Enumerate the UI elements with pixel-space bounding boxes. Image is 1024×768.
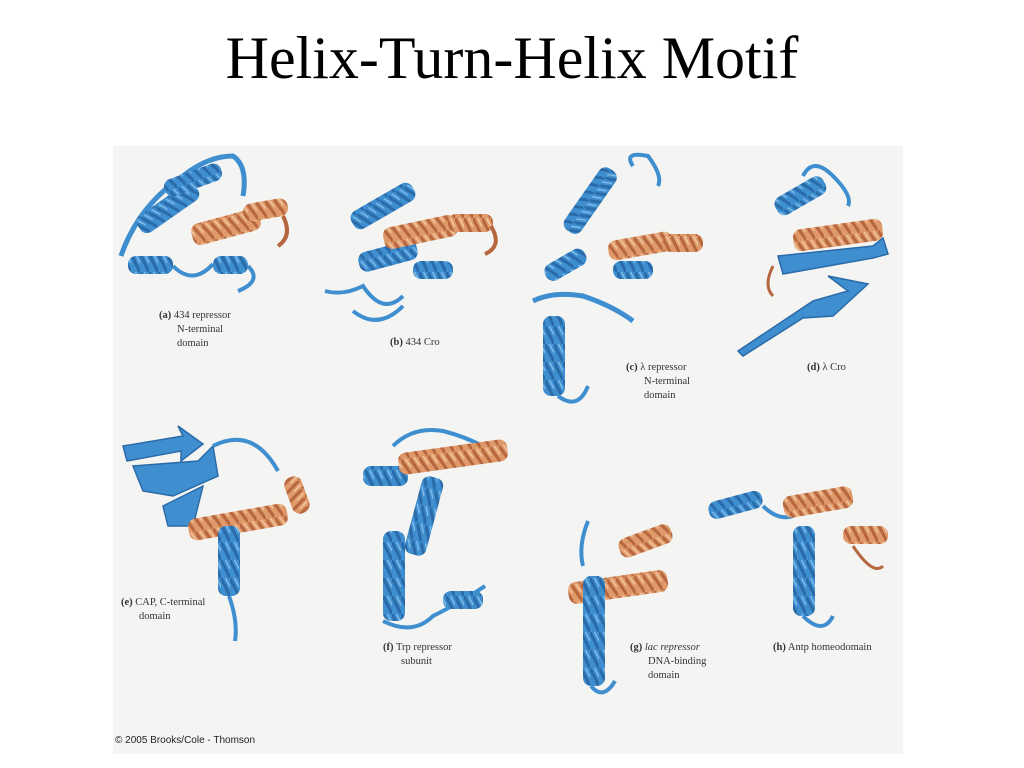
protein-structures-figure: (a) 434 repressor N-terminal domain (b) … bbox=[113, 146, 903, 754]
caption-b: (b) 434 Cro bbox=[390, 337, 440, 348]
structure-g bbox=[567, 520, 673, 695]
caption-c: (c) λ repressor N-terminal domain bbox=[626, 362, 691, 401]
slide-title: Helix-Turn-Helix Motif bbox=[225, 25, 799, 91]
structure-b bbox=[324, 182, 498, 322]
structure-h bbox=[708, 486, 888, 628]
caption-f: (f) Trp repressor subunit bbox=[383, 642, 452, 667]
structure-f bbox=[363, 428, 508, 630]
structure-a bbox=[118, 153, 289, 293]
structure-c bbox=[531, 152, 703, 404]
structure-d bbox=[736, 164, 889, 357]
copyright-notice: © 2005 Brooks/Cole - Thomson bbox=[115, 735, 256, 746]
ribbon-diagrams bbox=[118, 152, 889, 695]
caption-a: (a) 434 repressor N-terminal domain bbox=[159, 310, 231, 349]
caption-h: (h) Antp homeodomain bbox=[773, 642, 872, 653]
caption-e: (e) CAP, C-terminal domain bbox=[121, 597, 206, 622]
caption-g: (g) lac repressor DNA-binding domain bbox=[630, 642, 707, 681]
structure-e bbox=[122, 425, 310, 642]
caption-d: (d) λ Cro bbox=[807, 362, 846, 373]
